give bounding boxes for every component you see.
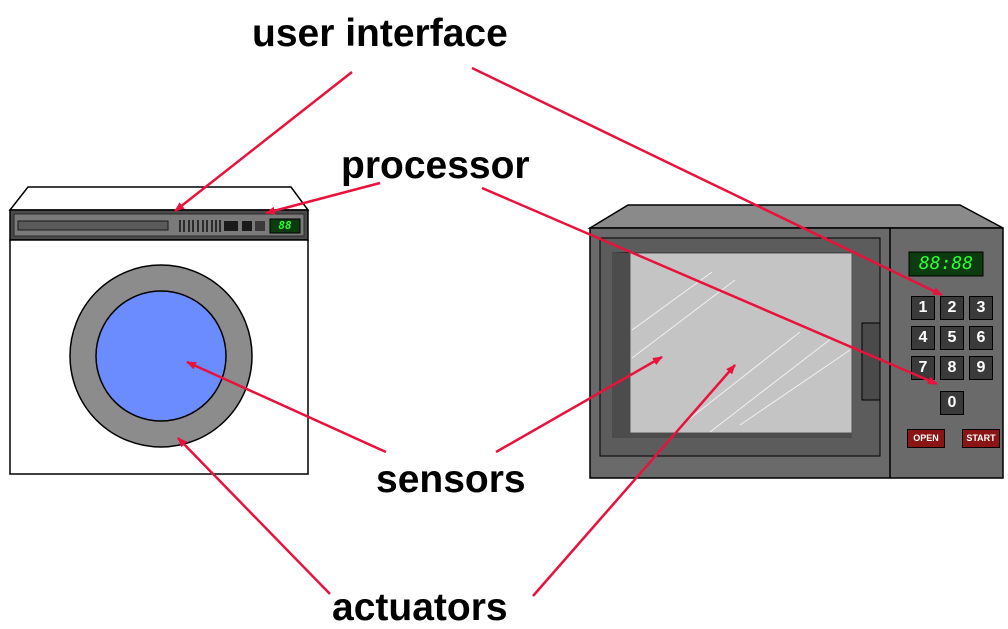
washer-display-readout: 88 bbox=[278, 219, 292, 232]
microwave-display bbox=[908, 251, 984, 277]
arrow-actuators-microwave bbox=[532, 364, 736, 597]
microwave-window bbox=[629, 252, 853, 434]
arrow-sensors-microwave bbox=[495, 355, 663, 454]
arrow-actuators-washer bbox=[177, 437, 331, 595]
label-user-interface: user interface bbox=[252, 12, 508, 55]
arrow-ui-microwave bbox=[471, 66, 943, 297]
label-sensors: sensors bbox=[376, 458, 526, 501]
arrow-processor-washer bbox=[265, 181, 381, 215]
microwave-handle bbox=[861, 322, 881, 401]
label-actuators: actuators bbox=[332, 586, 508, 629]
keypad-key-8[interactable]: 8 bbox=[940, 356, 964, 380]
arrow-ui-washer bbox=[174, 71, 353, 212]
washing-machine bbox=[8, 186, 310, 475]
washer-panel-slot bbox=[17, 220, 169, 231]
keypad-key-1[interactable]: 1 bbox=[911, 296, 935, 320]
keypad-key-6[interactable]: 6 bbox=[969, 326, 993, 350]
arrow-sensors-washer bbox=[186, 360, 387, 454]
washer-display bbox=[269, 218, 301, 234]
window-reflections bbox=[631, 271, 851, 433]
keypad-key-0[interactable]: 0 bbox=[940, 391, 964, 415]
keypad-key-3[interactable]: 3 bbox=[969, 296, 993, 320]
keypad-key-2[interactable]: 2 bbox=[940, 296, 964, 320]
open-button[interactable]: OPEN bbox=[907, 429, 945, 448]
keypad-key-7[interactable]: 7 bbox=[911, 356, 935, 380]
keypad-key-4[interactable]: 4 bbox=[911, 326, 935, 350]
arrow-processor-microwave bbox=[481, 186, 938, 386]
washer-panel-buttons bbox=[179, 220, 221, 232]
start-button[interactable]: START bbox=[962, 429, 1000, 448]
keypad-key-5[interactable]: 5 bbox=[940, 326, 964, 350]
keypad-key-9[interactable]: 9 bbox=[969, 356, 993, 380]
label-processor: processor bbox=[341, 144, 530, 187]
microwave-display-readout: 88:88 bbox=[918, 253, 974, 274]
microwave-oven bbox=[587, 204, 1004, 479]
washer-door-glass bbox=[95, 290, 227, 422]
